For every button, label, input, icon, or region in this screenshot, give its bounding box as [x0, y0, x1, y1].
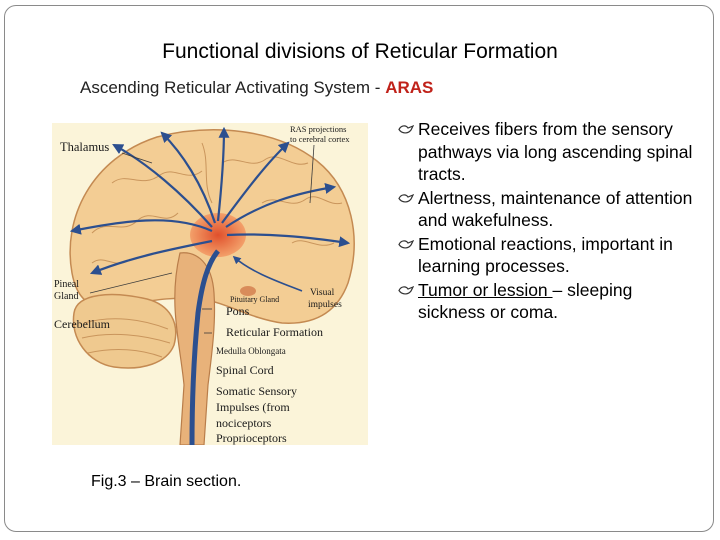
bullet-item: Tumor or lession – sleeping sickness or …: [398, 279, 698, 324]
pituitary-shape: [240, 286, 256, 296]
wingding-bullet-icon: [398, 124, 414, 134]
bullet-text: Emotional reactions, important in learni…: [418, 233, 673, 277]
label-thalamus: Thalamus: [60, 140, 109, 154]
slide-title: Functional divisions of Reticular Format…: [162, 40, 558, 63]
label-somatic-1: Somatic Sensory: [216, 384, 297, 398]
label-spinal-cord: Spinal Cord: [216, 363, 274, 377]
bullet-list: Receives fibers from the sensory pathway…: [398, 118, 698, 325]
figure-caption: Fig.3 – Brain section.: [91, 473, 242, 490]
cerebellum-shape: [72, 293, 177, 369]
bullet-text: Alertness, maintenance of attention and …: [418, 187, 693, 231]
label-pineal-1: Pineal: [54, 279, 79, 290]
label-visual-1: Visual: [310, 288, 335, 298]
slide-subtitle: Ascending Reticular Activating System - …: [80, 78, 433, 98]
label-somatic-2: Impulses (from: [216, 400, 290, 414]
visual-impulse-arrow: [232, 255, 303, 292]
bullet-text-underlined: Tumor or lession: [418, 279, 553, 300]
ras-projection-arrows: [69, 126, 351, 275]
brain-section-figure: Thalamus RAS projections to cerebral cor…: [52, 123, 368, 445]
label-cerebellum: Cerebellum: [54, 317, 111, 331]
subtitle-accent: ARAS: [385, 78, 434, 97]
label-somatic-4: Proprioceptors: [216, 431, 287, 445]
label-pons: Pons: [226, 304, 250, 318]
reticular-pathway: [189, 249, 220, 445]
bullet-item: Alertness, maintenance of attention and …: [398, 187, 698, 232]
label-pituitary: Pituitary Gland: [230, 295, 279, 304]
bullet-text: – sleeping sickness or coma.: [418, 279, 633, 323]
label-ras-projections-1: RAS projections: [290, 124, 346, 134]
wingding-bullet-icon: [398, 193, 414, 203]
bullet-item: Receives fibers from the sensory pathway…: [398, 118, 698, 186]
label-reticular-formation: Reticular Formation: [226, 325, 323, 339]
label-pineal-2: Gland: [54, 291, 78, 302]
wingding-bullet-icon: [398, 239, 414, 249]
label-somatic-3: nociceptors: [216, 416, 272, 430]
slide-frame: [4, 5, 714, 532]
bullet-item: Emotional reactions, important in learni…: [398, 233, 698, 278]
subtitle-main: Ascending Reticular Activating System -: [80, 78, 386, 97]
bullet-text: Receives fibers from the sensory pathway…: [418, 119, 693, 184]
label-leader-lines: [89, 144, 315, 334]
label-medulla: Medulla Oblongata: [216, 346, 286, 356]
wingding-bullet-icon: [398, 285, 414, 295]
label-visual-2: impulses: [308, 300, 342, 310]
label-ras-projections-2: to cerebral cortex: [290, 134, 350, 144]
